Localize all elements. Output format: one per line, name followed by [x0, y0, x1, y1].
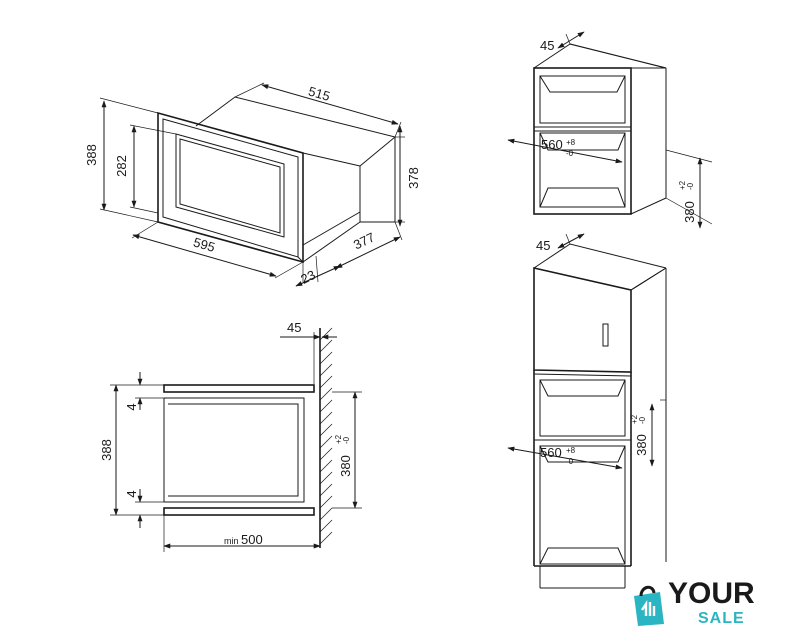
cabinet-niche-view: 45 560 +8 -0 380 +2 -0	[507, 31, 713, 229]
dim-depth-377: 377	[351, 229, 377, 252]
dim-offset-45-section: 45	[287, 320, 301, 335]
svg-text:+8: +8	[566, 138, 576, 147]
dim-depth-515: 515	[307, 83, 332, 103]
svg-text:+8: +8	[566, 446, 576, 455]
dim-min-500: 500	[241, 532, 263, 547]
svg-text:+2: +2	[678, 180, 687, 190]
brand-logo: YOUR SALE	[628, 578, 778, 634]
dim-height-388: 388	[84, 144, 99, 166]
svg-text:+2: +2	[334, 434, 343, 444]
door-handle	[602, 323, 609, 347]
side-section-view: 45 388 4 4 380 +2 -0 min 500	[99, 320, 362, 552]
svg-text:-0: -0	[686, 182, 695, 190]
dim-gap-top-4: 4	[124, 403, 139, 410]
wall-hatching	[319, 327, 333, 545]
dim-frame-23: 23	[298, 267, 318, 287]
svg-text:-0: -0	[566, 149, 574, 158]
svg-text:-0: -0	[638, 416, 647, 424]
svg-text:+2: +2	[630, 414, 639, 424]
appliance-window	[175, 133, 285, 238]
dim-offset-45-tall: 45	[536, 238, 550, 253]
logo-word-sale: SALE	[698, 610, 745, 627]
dim-height-388-section: 388	[99, 439, 114, 461]
dim-width-595: 595	[192, 234, 217, 254]
dim-width-560-tall: 560	[540, 445, 562, 460]
tall-cabinet-view: 45 560 +8 -0 380 +2 -0	[507, 233, 667, 589]
dim-opening-380: 380	[338, 455, 353, 477]
dim-height-378: 378	[406, 167, 421, 189]
logo-word-your: YOUR	[668, 577, 755, 610]
svg-text:-0: -0	[566, 457, 574, 466]
dim-offset-45: 45	[540, 38, 554, 53]
shopping-bag-icon	[634, 585, 664, 626]
dim-height-282: 282	[114, 155, 129, 177]
dim-gap-bottom-4: 4	[124, 490, 139, 497]
dim-height-380: 380	[682, 201, 697, 223]
dim-height-380-tall: 380	[634, 434, 649, 456]
appliance-perspective-view: 515 388 282 378 595 377 23	[84, 82, 421, 287]
svg-text:-0: -0	[342, 436, 351, 444]
dim-min-label: min	[224, 536, 239, 546]
dim-width-560: 560	[541, 137, 563, 152]
